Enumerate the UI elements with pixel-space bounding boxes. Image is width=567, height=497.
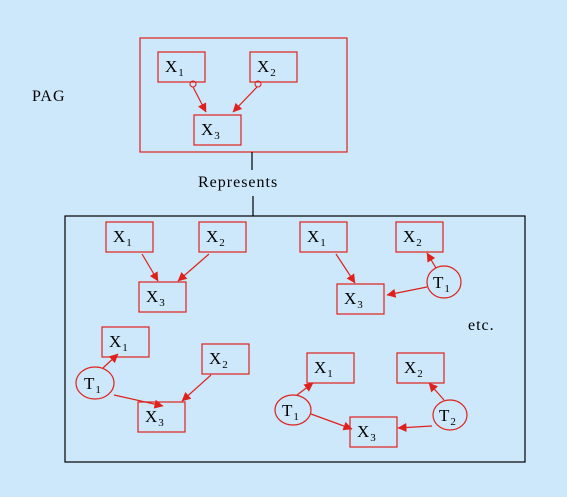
- graph-1-node-x3: X3: [138, 281, 187, 313]
- pag-node-label-x3: X3: [201, 120, 220, 142]
- pag-node-box-x2: [249, 51, 298, 83]
- pag-node-label-x2: X2: [257, 57, 276, 79]
- graph-2-node-box-x1: [299, 221, 348, 253]
- graph-3-node-t1: T1: [75, 366, 115, 400]
- graph-4-latent-ellipse-t2: [432, 399, 468, 431]
- graph-4-edge-t1-x1: [296, 382, 314, 396]
- graph-1-edge-x1-x3: [141, 253, 159, 282]
- graph-1-node-label-x3: X3: [146, 287, 165, 309]
- graph-3-node-x2: X2: [201, 343, 250, 375]
- graph-4-node-label-x1: X1: [314, 358, 333, 380]
- graph-2-node-x1: X1: [299, 221, 348, 253]
- graph-3-node-x1: X1: [101, 326, 150, 358]
- graph-4-node-label-t2: T2: [439, 406, 456, 428]
- equivalence-class-frame: [64, 215, 526, 463]
- graph-1-edge-x2-x3: [177, 253, 210, 282]
- graph-4-latent-ellipse-t1: [274, 394, 312, 426]
- graph-2-node-box-x3: [336, 283, 385, 315]
- graph-4-node-label-t1: T1: [282, 401, 299, 423]
- pag-node-box-x1: [157, 51, 206, 83]
- graph-2-node-x3: X3: [336, 283, 385, 315]
- graph-3-edge-t1-x1: [102, 353, 119, 369]
- graph-3-node-label-t1: T1: [84, 374, 101, 396]
- pag-edge-x1-x3: [189, 80, 207, 113]
- graph-2-edge-t1-x2: [426, 252, 437, 269]
- graph-3-node-label-x1: X1: [109, 332, 128, 354]
- graph-4-edge-t1-x3: [310, 413, 353, 431]
- graph-1-node-x1: X1: [105, 221, 154, 253]
- pag-node-x3: X3: [193, 114, 242, 146]
- graph-1-node-label-x2: X2: [206, 227, 225, 249]
- pag-frame: [139, 37, 348, 153]
- pag-edge-x2-x3: [232, 80, 262, 113]
- graph-2-node-label-x1: X1: [307, 227, 326, 249]
- graph-3-node-box-x3: [137, 401, 186, 433]
- etc-label: etc.: [468, 317, 495, 334]
- graph-1-node-x2: X2: [198, 221, 247, 253]
- graph-2-edge-x1-x3: [335, 253, 356, 284]
- graph-4-node-box-x3: [349, 416, 398, 448]
- graph-2-node-label-x3: X3: [344, 289, 363, 311]
- graph-4-edge-t2-x3: [397, 423, 433, 432]
- graph-1-node-box-x2: [198, 221, 247, 253]
- graph-3-node-box-x2: [201, 343, 250, 375]
- graph-4-node-t1: T1: [274, 394, 312, 426]
- graph-3-latent-ellipse-t1: [75, 366, 115, 400]
- graph-4-edge-t2-x2: [428, 382, 445, 401]
- graph-1-node-box-x1: [105, 221, 154, 253]
- graph-2-node-t1: T1: [426, 265, 462, 299]
- pag-node-x2: X2: [249, 51, 298, 83]
- graph-4-node-label-x2: X2: [404, 358, 423, 380]
- graph-2-latent-ellipse-t1: [426, 265, 462, 299]
- graph-4-node-x2: X2: [396, 352, 445, 384]
- pag-node-label-x1: X1: [165, 57, 184, 79]
- graph-4-node-x1: X1: [306, 352, 355, 384]
- graph-3-node-label-x2: X2: [209, 349, 228, 371]
- graph-4-node-x3: X3: [349, 416, 398, 448]
- graph-1-node-box-x3: [138, 281, 187, 313]
- graph-3-edge-x2-x3: [181, 374, 212, 402]
- graph-1-node-label-x1: X1: [113, 227, 132, 249]
- pag-node-x1: X1: [157, 51, 206, 83]
- graph-2-node-label-t1: T1: [433, 273, 450, 295]
- graph-4-node-label-x3: X3: [357, 422, 376, 444]
- graph-3-node-x3: X3: [137, 401, 186, 433]
- graph-3-node-label-x3: X3: [145, 407, 164, 429]
- pag-node-box-x3: [193, 114, 242, 146]
- graph-2-node-box-x2: [395, 221, 444, 253]
- graph-2-node-label-x2: X2: [403, 227, 422, 249]
- graph-3-edge-t1-x3: [113, 394, 164, 409]
- graph-3-node-box-x1: [101, 326, 150, 358]
- represents-label: Represents: [198, 174, 278, 191]
- graph-2-edge-t1-x3: [386, 286, 428, 298]
- graph-2-node-x2: X2: [395, 221, 444, 253]
- graph-4-node-box-x2: [396, 352, 445, 384]
- graph-4-node-t2: T2: [432, 399, 468, 431]
- edges-layer: [102, 80, 445, 432]
- graph-4-node-box-x1: [306, 352, 355, 384]
- pag-label: PAG: [32, 88, 66, 105]
